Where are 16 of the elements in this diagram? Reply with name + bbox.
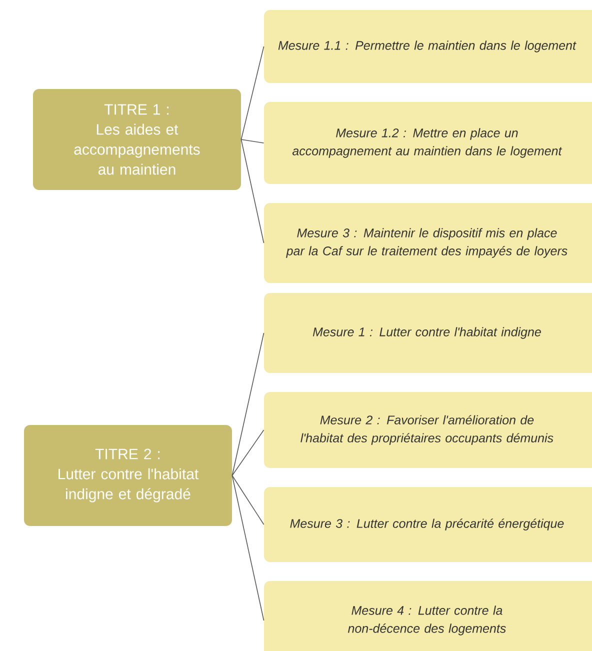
connector-line [232, 475, 264, 621]
connector-line [232, 475, 264, 525]
connector-line [232, 332, 264, 476]
measure-box: Mesure 3 : Lutter contre la précarité énergétique [264, 487, 592, 562]
measure-box: Mesure 4 : Lutter contre la non-décence des logements [264, 581, 592, 651]
connector-line [240, 139, 264, 144]
measure-box: Mesure 2 : Favoriser l'amélioration de l'habitat des propriétaires occupants démunis [264, 392, 592, 468]
title-box: TITRE 1 : Les aides et accompagnements au maintien [33, 89, 241, 190]
measure-box: Mesure 1 : Lutter contre l'habitat indigne [264, 293, 592, 373]
connector-line [240, 139, 264, 244]
connector-line [240, 46, 264, 140]
measure-box: Mesure 3 : Maintenir le dispositif mis en place par la Caf sur le traitement des impayés de loyers [264, 203, 592, 283]
connector-line [232, 430, 264, 476]
measure-box: Mesure 1.2 : Mettre en place un accompagnement au maintien dans le logement [264, 102, 592, 184]
measure-box: Mesure 1.1 : Permettre le maintien dans le logement [264, 10, 592, 83]
title-box: TITRE 2 : Lutter contre l'habitat indigne et dégradé [24, 425, 232, 526]
